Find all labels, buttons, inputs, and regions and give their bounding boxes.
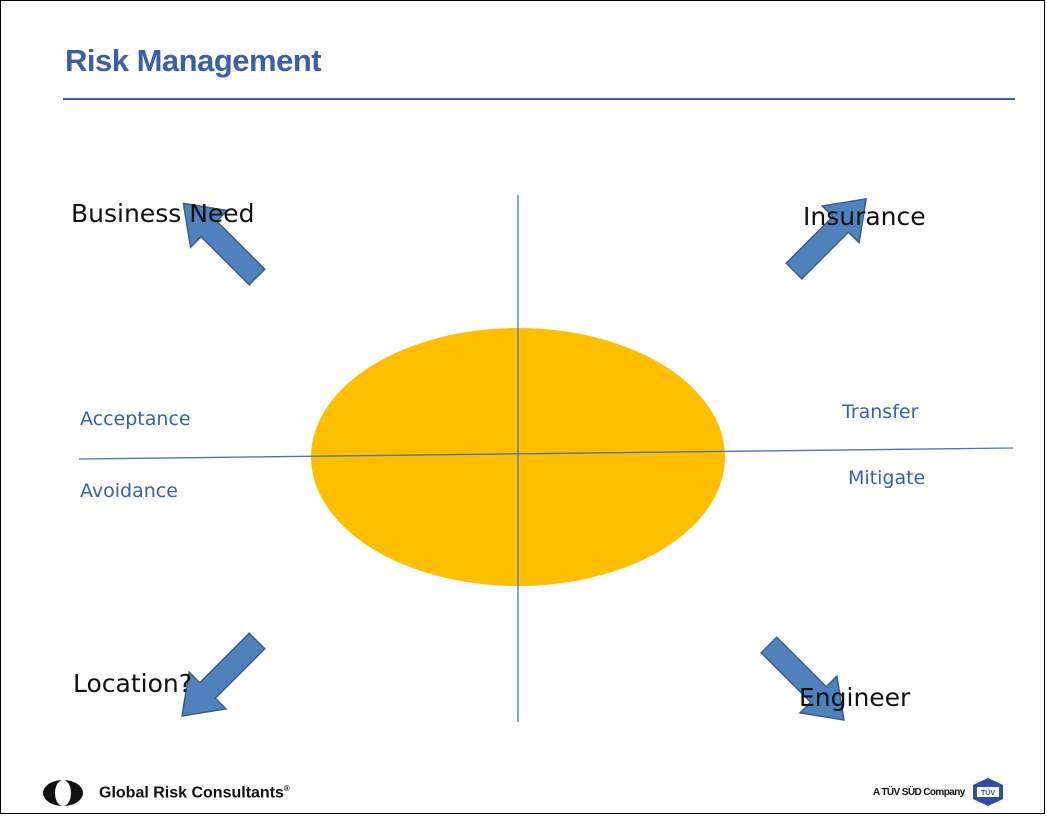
arrow-down-right-icon [760, 636, 845, 721]
label-mitigate: Mitigate [848, 467, 926, 489]
arrow-up-left-icon [182, 202, 266, 286]
footer-brand: Global Risk Consultants® [41, 779, 290, 807]
title-divider [63, 98, 1015, 100]
globe-logo-icon [43, 780, 83, 806]
badge-text: TÜV [981, 788, 995, 797]
label-transfer: Transfer [842, 401, 919, 423]
company-tagline: A TÜV SÜD Company [873, 786, 965, 798]
label-location: Location? [73, 669, 193, 698]
registered-mark: ® [283, 783, 290, 793]
label-avoidance: Avoidance [80, 480, 178, 502]
brand-name: Global Risk Consultants® [99, 784, 290, 802]
tuv-badge-icon: TÜV [972, 778, 1003, 806]
arrow-down-left-icon [181, 632, 266, 717]
label-engineer: Engineer [799, 683, 911, 712]
arrow-up-right-icon [785, 197, 868, 280]
footer-company: A TÜV SÜD Company TÜV [873, 777, 1005, 807]
label-insurance: Insurance [803, 202, 926, 231]
horizontal-axis [78, 447, 1014, 460]
label-acceptance: Acceptance [80, 408, 191, 430]
label-business-need: Business Need [71, 199, 255, 228]
brand-text: Global Risk Consultants [99, 784, 284, 802]
page-title: Risk Management [65, 43, 322, 78]
